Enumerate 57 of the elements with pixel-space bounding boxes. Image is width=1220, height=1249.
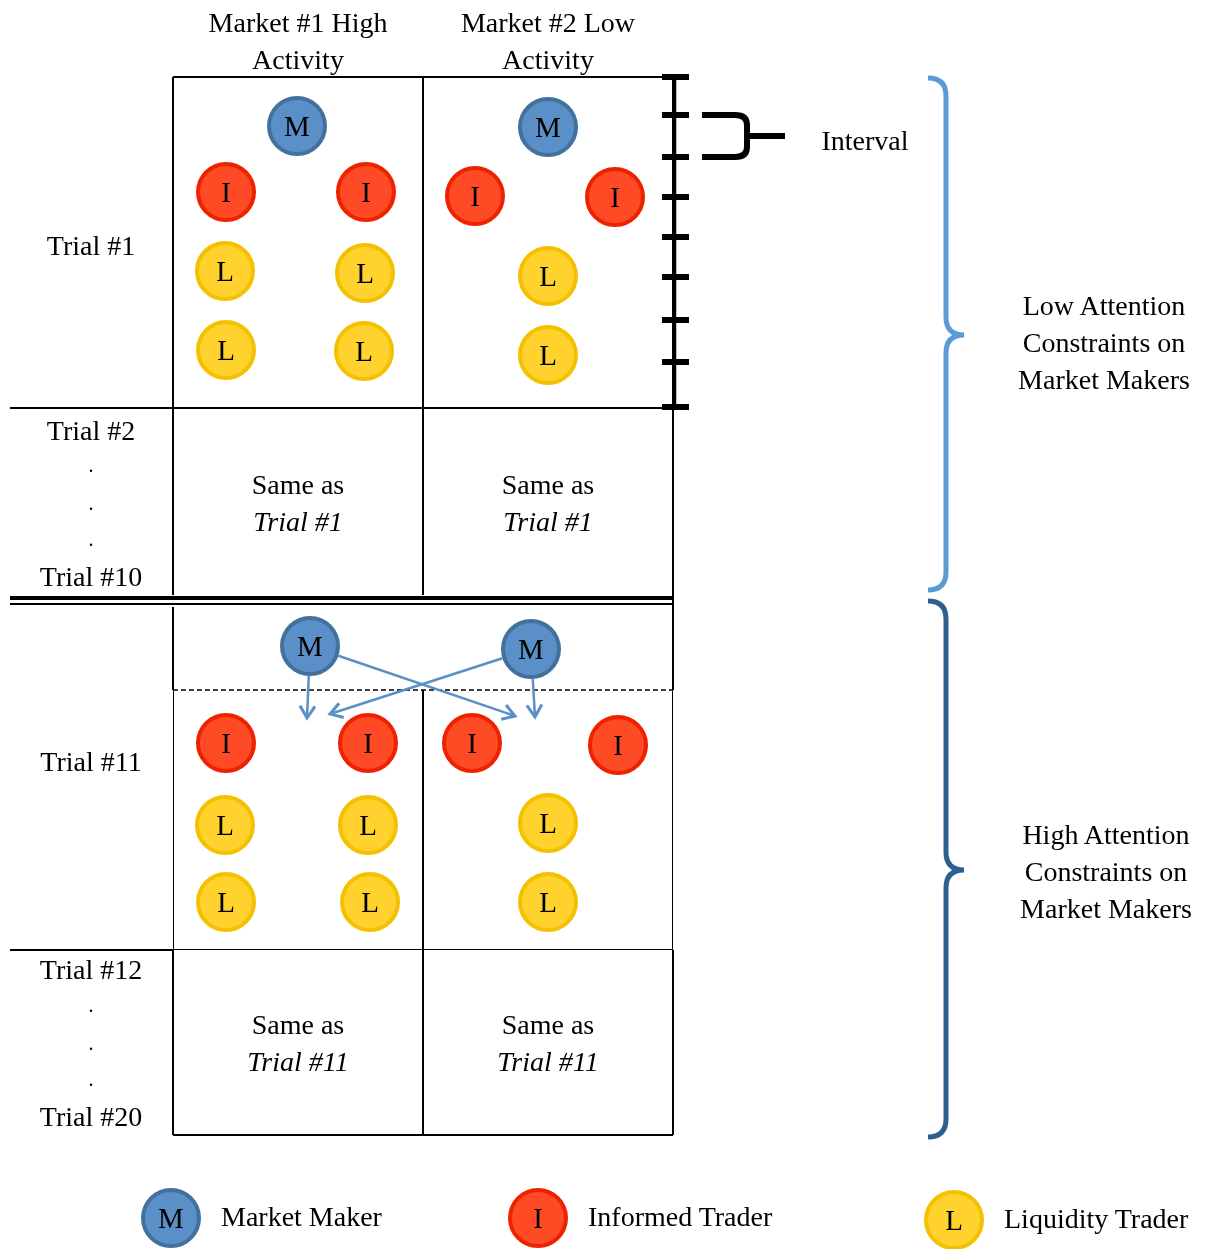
informed-trader-circle: I bbox=[196, 713, 256, 773]
ellipsis-dot: . bbox=[88, 529, 94, 549]
liquidity-trader-circle: L bbox=[338, 795, 398, 855]
legend-label: Informed Trader bbox=[588, 1200, 773, 1234]
row-label: Trial #11 bbox=[40, 745, 142, 779]
cell-text: Same as Trial #1 bbox=[500, 468, 596, 539]
liquidity-trader-circle: L bbox=[196, 872, 256, 932]
cell-text: Same as Trial #11 bbox=[496, 1008, 600, 1079]
ellipsis-dot: . bbox=[88, 493, 94, 513]
arrow bbox=[338, 654, 517, 721]
liquidity-trader-circle: L bbox=[518, 325, 578, 385]
market-maker-circle: M bbox=[501, 619, 561, 679]
ellipsis-dot: . bbox=[88, 455, 94, 475]
cell-text: Same as Trial #1 bbox=[250, 468, 346, 539]
liquidity-trader-circle: L bbox=[518, 872, 578, 932]
legend-label: Market Maker bbox=[221, 1200, 382, 1234]
arrow bbox=[298, 675, 317, 720]
informed-trader-circle: I bbox=[442, 713, 502, 773]
informed-trader-circle: I bbox=[338, 713, 398, 773]
table-cell bbox=[173, 690, 423, 950]
market-maker-circle: M bbox=[280, 616, 340, 676]
liquidity-trader-circle: L bbox=[196, 320, 256, 380]
column-header: Market #2 Low Activity bbox=[459, 6, 637, 77]
liquidity-trader-circle: L bbox=[334, 321, 394, 381]
row-label: Trial #20 bbox=[39, 1100, 143, 1134]
legend-label: Liquidity Trader bbox=[1004, 1202, 1189, 1236]
arrow bbox=[525, 678, 544, 719]
informed-trader-circle: I bbox=[585, 167, 645, 227]
cell-text: Same as Trial #11 bbox=[246, 1008, 350, 1079]
liquidity-trader-circle: L bbox=[195, 795, 255, 855]
informed-trader-circle: I bbox=[588, 715, 648, 775]
arrow bbox=[328, 657, 503, 719]
row-label: Trial #10 bbox=[39, 560, 143, 594]
row-label: Trial #12 bbox=[39, 953, 143, 987]
table-cell bbox=[423, 690, 673, 950]
bracket-label: Interval bbox=[821, 124, 909, 158]
liquidity-trader-circle: L bbox=[518, 246, 578, 306]
informed-trader-circle: I bbox=[336, 162, 396, 222]
group-label: High Attention Constraints on Market Makers bbox=[1019, 818, 1193, 926]
informed-trader-circle: I bbox=[445, 166, 505, 226]
market-maker-circle: M bbox=[518, 97, 578, 157]
liquidity-trader-circle: L bbox=[340, 872, 400, 932]
market-maker-circle: M bbox=[267, 96, 327, 156]
row-label: Trial #2 bbox=[46, 414, 136, 448]
legend-letter: L bbox=[944, 1203, 964, 1238]
liquidity-trader-circle: L bbox=[195, 241, 255, 301]
legend-letter: M bbox=[157, 1201, 185, 1236]
ellipsis-dot: . bbox=[88, 1033, 94, 1053]
ellipsis-dot: . bbox=[88, 1069, 94, 1089]
group-label: Low Attention Constraints on Market Makers bbox=[1017, 289, 1191, 397]
column-header: Market #1 High Activity bbox=[208, 6, 388, 77]
liquidity-trader-circle: L bbox=[335, 243, 395, 303]
row-label: Trial #1 bbox=[46, 229, 136, 263]
liquidity-trader-circle: L bbox=[518, 793, 578, 853]
informed-trader-circle: I bbox=[196, 162, 256, 222]
legend-letter: I bbox=[532, 1201, 544, 1236]
ellipsis-dot: . bbox=[88, 995, 94, 1015]
